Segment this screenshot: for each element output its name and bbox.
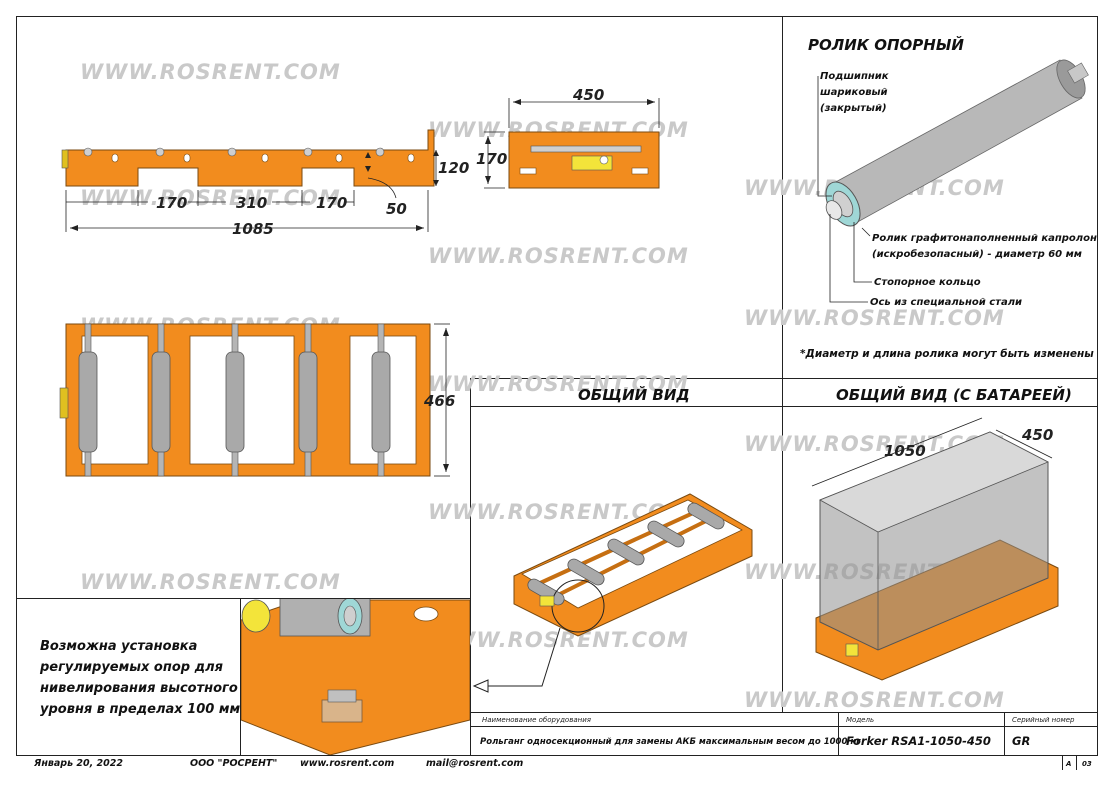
detail-text-line-1: Возможна установка xyxy=(40,639,198,654)
watermark: WWW.ROSRENT.COM xyxy=(744,688,1005,712)
footer-sheet-num: 03 xyxy=(1082,760,1092,768)
dim-450-side: 450 xyxy=(573,86,605,104)
detail-text-line-2: регулируемых опор для xyxy=(40,660,223,675)
callout-ring: Стопорное кольцо xyxy=(874,277,981,288)
footer-company: ООО "РОСРЕНТ" xyxy=(190,758,278,769)
detail-text-line-4: уровня в пределах 100 мм xyxy=(40,702,241,717)
dim-310: 310 xyxy=(236,194,268,212)
roller-title: РОЛИК ОПОРНЫЙ xyxy=(808,36,964,54)
watermark: WWW.ROSRENT.COM xyxy=(428,244,689,268)
detail-text-line-3: нивелирования высотного xyxy=(40,681,238,696)
dim-170-left: 170 xyxy=(156,194,188,212)
dim-466: 466 xyxy=(424,392,456,410)
callout-axle: Ось из специальной стали xyxy=(870,297,1023,308)
dim-1050: 1050 xyxy=(884,442,926,460)
dim-1085: 1085 xyxy=(232,220,274,238)
divider-header-views xyxy=(470,406,1098,407)
dim-170-right: 170 xyxy=(316,194,348,212)
footer-site: www.rosrent.com xyxy=(300,758,395,769)
tb-name-label: Наименование оборудования xyxy=(482,716,591,724)
battery-view-title: ОБЩИЙ ВИД (С БАТАРЕЕЙ) xyxy=(836,386,1072,404)
roller-note: *Диаметр и длина ролика могут быть измен… xyxy=(800,348,1094,360)
divider-vertical-mid xyxy=(470,378,471,756)
divider-titleblock-2 xyxy=(1004,712,1005,756)
divider-titleblock-1 xyxy=(838,712,839,756)
tb-serial-value: GR xyxy=(1012,734,1031,748)
callout-bearing-1: Подшипник xyxy=(820,71,889,82)
callout-roller-1: Ролик графитонаполненный капролон xyxy=(872,233,1097,244)
divider-detail-mid xyxy=(240,598,241,756)
callout-roller-2: (искробезопасный) - диаметр 60 мм xyxy=(872,249,1082,260)
general-view-title: ОБЩИЙ ВИД xyxy=(578,386,690,404)
tb-model-label: Модель xyxy=(846,716,875,724)
footer-sheet-box-2 xyxy=(1062,756,1063,770)
divider-vertical-right xyxy=(782,16,783,712)
footer-sheet-a: А xyxy=(1066,760,1072,768)
watermark: WWW.ROSRENT.COM xyxy=(744,306,1005,330)
callout-bearing-2: шариковый xyxy=(820,87,888,98)
tb-model-value: Forker RSA1-1050-450 xyxy=(846,734,991,748)
watermark: WWW.ROSRENT.COM xyxy=(80,570,341,594)
tb-name-value: Рольганг односекционный для замены АКБ м… xyxy=(480,737,861,747)
dim-50: 50 xyxy=(386,200,407,218)
tb-serial-label: Серийный номер xyxy=(1012,716,1075,724)
watermark: WWW.ROSRENT.COM xyxy=(80,186,341,210)
footer-mail: mail@rosrent.com xyxy=(426,758,524,769)
watermark: WWW.ROSRENT.COM xyxy=(428,372,689,396)
footer-date: Январь 20, 2022 xyxy=(34,758,123,769)
divider-detail-top xyxy=(16,598,471,599)
dim-170-side: 170 xyxy=(476,150,508,168)
dim-120: 120 xyxy=(438,159,470,177)
footer-sheet-box xyxy=(1076,756,1077,770)
dim-450-battery: 450 xyxy=(1022,426,1054,444)
drawing-frame xyxy=(16,16,1098,756)
divider-horizontal-right xyxy=(470,378,1098,379)
divider-titleblock-row xyxy=(470,726,1098,727)
watermark: WWW.ROSRENT.COM xyxy=(428,628,689,652)
callout-bearing-3: (закрытый) xyxy=(820,103,887,114)
watermark: WWW.ROSRENT.COM xyxy=(80,60,341,84)
divider-titleblock-top xyxy=(470,712,1098,713)
